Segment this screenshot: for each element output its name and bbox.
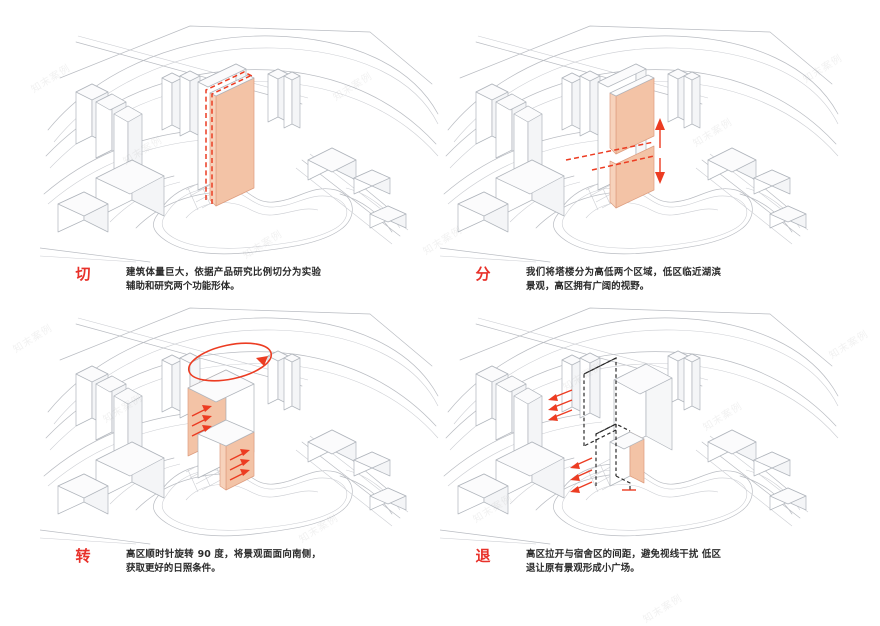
panel-2-caption: 分 我们将塔楼分为高低两个区域，低区临近湖滨景观，高区拥有广阔的视野。 [440,266,840,293]
panel-4-keyword: 退 [475,547,491,565]
arrow-cluster-upper [191,405,212,437]
arrow-down-icon [655,158,665,184]
panel-4-caption: 退 高区拉开与宿舍区的间距，避免视线干扰 低区退让原有景观形成小广场。 [440,548,840,575]
rotation-ellipse [187,342,273,382]
panel-4-figure [440,300,840,545]
arrow-cluster-upper-setback [548,389,573,421]
panel-3-figure [40,300,440,545]
context-buildings [57,68,407,233]
panel-2-figure [440,18,840,263]
context-buildings [457,68,807,233]
panel-2-caption-text: 我们将塔楼分为高低两个区域，低区临近湖滨景观，高区拥有广阔的视野。 [526,267,721,292]
diagram-panel-2: 分 我们将塔楼分为高低两个区域，低区临近湖滨景观，高区拥有广阔的视野。 [440,18,840,318]
diagram-panel-3: 转 高区顺时针旋转 90 度，将景观面面向南侧，获取更好的日照条件。 [40,300,440,600]
context-buildings [57,350,407,515]
panel-3-caption-text: 高区顺时针旋转 90 度，将景观面面向南侧，获取更好的日照条件。 [126,549,321,574]
panel-1-figure [40,18,440,263]
panel-1-caption: 切 建筑体量巨大，依据产品研究比例切分为实验辅助和研究两个功能形体。 [40,266,440,293]
arrow-cluster-lower-setback [570,457,593,493]
panel-4-caption-text: 高区拉开与宿舍区的间距，避免视线干扰 低区退让原有景观形成小广场。 [526,549,721,574]
subject-tower-massing-rotated [187,369,255,491]
diagram-panel-4: 退 高区拉开与宿舍区的间距，避免视线干扰 低区退让原有景观形成小广场。 [440,300,840,600]
arrow-up-icon [655,118,665,148]
panel-3-keyword: 转 [75,547,91,565]
panel-1-keyword: 切 [75,265,91,283]
subject-tower-massing [597,63,655,209]
annotation-split-panel-2 [565,118,665,184]
annotation-setback-panel-4 [548,357,636,493]
annotation-rotation-panel-3 [187,342,273,481]
panel-1-caption-text: 建筑体量巨大，依据产品研究比例切分为实验辅助和研究两个功能形体。 [126,267,321,292]
panel-2-keyword: 分 [475,265,491,283]
arrow-cluster-lower [229,449,250,481]
panel-3-caption: 转 高区顺时针旋转 90 度，将景观面面向南侧，获取更好的日照条件。 [40,548,440,575]
annotation-cut-line-panel-1 [205,71,255,204]
context-buildings [457,350,807,515]
diagram-panel-1: 切 建筑体量巨大，依据产品研究比例切分为实验辅助和研究两个功能形体。 [40,18,440,318]
subject-tower-massing [197,63,255,207]
subject-tower-massing-setback [609,363,673,487]
